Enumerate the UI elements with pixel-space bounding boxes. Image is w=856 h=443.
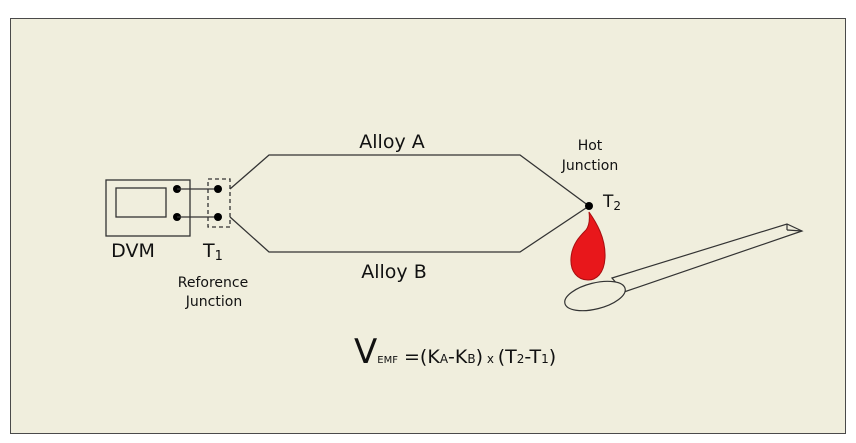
hot-junction-label-line2: Junction — [561, 158, 618, 174]
alloy-a-wire — [229, 154, 590, 207]
reference-terminal-top — [214, 185, 222, 193]
dvm-label: DVM — [111, 240, 155, 262]
alloy-b-label: Alloy B — [361, 261, 427, 283]
match-stick — [610, 223, 804, 293]
match-head — [564, 280, 626, 312]
hot-junction-label-line1: Hot — [578, 138, 603, 154]
flame-icon — [570, 211, 606, 281]
reference-junction-label-line1: Reforence — [178, 275, 248, 291]
reference-terminal-bottom — [214, 213, 222, 221]
dvm-body — [105, 179, 191, 237]
reference-junction-box — [207, 178, 231, 228]
reference-junction-label-line2: Junction — [185, 294, 242, 310]
hot-junction-dot — [585, 202, 593, 210]
emf-formula: VEMF =(KA-KB) x (T2-T1) — [354, 332, 556, 372]
alloy-a-label: Alloy A — [359, 131, 424, 153]
t1-label: T1 — [202, 240, 223, 264]
dvm-display — [115, 187, 167, 218]
alloy-b-wire — [229, 205, 590, 253]
diagram-frame — [10, 18, 846, 434]
t2-label: T2 — [602, 192, 621, 213]
